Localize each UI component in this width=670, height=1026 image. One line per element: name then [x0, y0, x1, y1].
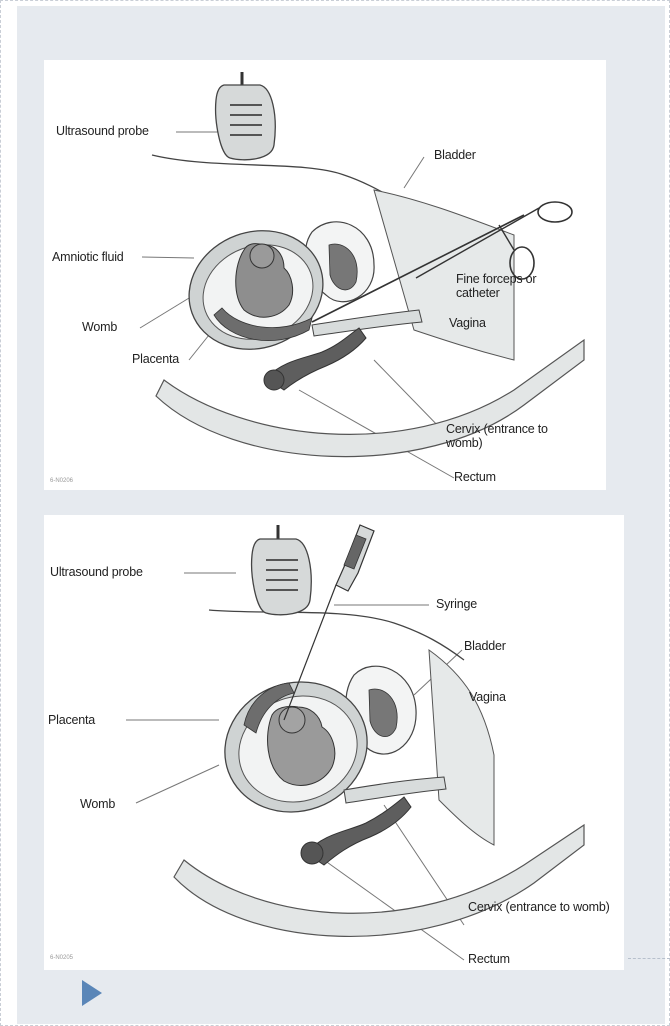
label-syringe: Syringe [436, 597, 477, 611]
figure-code: 6-N0205 [50, 955, 73, 961]
label-ultrasound-probe: Ultrasound probe [56, 124, 149, 138]
label-vagina: Vagina [449, 316, 486, 330]
label-rectum: Rectum [468, 952, 510, 966]
figure-chorionic-villus-sampling: Ultrasound probe Bladder Amniotic fluid … [44, 60, 606, 490]
connector-line [628, 958, 670, 959]
label-amniotic-fluid: Amniotic fluid [52, 250, 124, 264]
figure-amniocentesis: Ultrasound probe Syringe Bladder Vagina … [44, 515, 624, 970]
label-womb: Womb [80, 797, 115, 811]
label-bladder: Bladder [464, 639, 506, 653]
label-womb: Womb [82, 320, 117, 334]
label-bladder: Bladder [434, 148, 476, 162]
label-rectum: Rectum [454, 470, 496, 484]
label-placenta: Placenta [48, 713, 95, 727]
label-fine-forceps: Fine forceps or catheter [456, 272, 566, 300]
label-ultrasound-probe: Ultrasound probe [50, 565, 143, 579]
label-cervix: Cervix (entrance to womb) [468, 900, 618, 914]
figure-code: 6-N0206 [50, 478, 73, 484]
label-vagina: Vagina [469, 690, 506, 704]
label-cervix: Cervix (entrance to womb) [446, 422, 586, 450]
play-icon[interactable] [82, 980, 102, 1006]
label-placenta: Placenta [132, 352, 179, 366]
